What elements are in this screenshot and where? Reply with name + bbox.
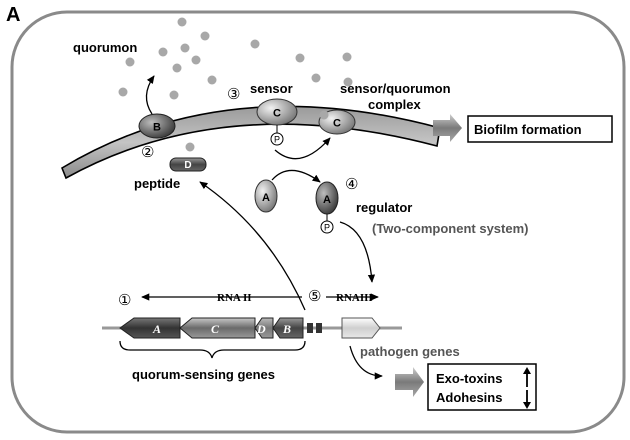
quorumon-dot [342, 52, 352, 62]
complex-label-line2: complex [368, 97, 422, 112]
two-component-label: (Two-component system) [372, 221, 529, 236]
biofilm-label: Biofilm formation [474, 122, 582, 137]
virulence-box [427, 363, 537, 411]
peptide-d-body [169, 157, 207, 172]
step-1: ① [118, 292, 131, 309]
qs-genes-label: quorum-sensing genes [132, 367, 275, 382]
operon-brace [119, 340, 306, 359]
quorumon-dot [169, 90, 179, 100]
gene-operon: A C D B [119, 317, 381, 339]
step-5: ⑤ [308, 288, 321, 305]
down-arrow-icon [523, 390, 531, 409]
quorumon-molecules [118, 17, 353, 152]
quorumon-dot [185, 142, 195, 152]
peptide-processing-arrow [199, 181, 306, 311]
quorumon-dot [118, 87, 128, 97]
step-4: ④ [345, 176, 358, 193]
quorumon-dot [180, 43, 190, 53]
sensor-c-label: C [273, 108, 281, 120]
sensor-phosphate-label: P [274, 135, 280, 145]
quorumon-dot [200, 31, 210, 41]
regulator-a-label: A [323, 194, 331, 206]
biofilm-box [467, 115, 613, 143]
adhesins-label: Adohesins [436, 390, 502, 405]
virulence-output-arrow [395, 367, 424, 397]
sensor-label: sensor [250, 81, 293, 96]
promoter-1 [307, 323, 313, 333]
regulator-phosphate-label: P [324, 223, 330, 233]
gene-b-label: B [282, 322, 291, 336]
complex-c-label: C [333, 118, 341, 130]
panel-label: A [6, 4, 20, 26]
step-2: ② [141, 144, 154, 161]
protein-a [254, 179, 278, 213]
quorumon-dot [207, 75, 217, 85]
protein-b-label: B [153, 122, 161, 134]
gene-a [119, 317, 181, 339]
quorumon-dot [295, 53, 305, 63]
quorumon-dot [191, 55, 201, 65]
step-3: ③ [227, 86, 240, 103]
peptide-d: D [169, 157, 207, 172]
protein-b [138, 113, 176, 139]
sensor-phosphate [270, 132, 284, 146]
peptide-label: peptide [134, 176, 180, 191]
activation-arrow [274, 137, 331, 160]
phosphorylation-arrow [271, 169, 321, 183]
quorumon-label: quorumon [73, 40, 137, 55]
gene-b [272, 317, 304, 339]
quorumon-dot [158, 47, 168, 57]
quorumon-dot [177, 17, 187, 27]
protein-a-label: A [262, 192, 270, 204]
quorumon-dot [250, 39, 260, 49]
gene-c-label: C [211, 322, 220, 336]
promoter-2 [316, 323, 322, 333]
pathogen-genes-label: pathogen genes [360, 344, 460, 359]
bound-quorumon [319, 110, 329, 120]
rna3-gene [341, 317, 381, 339]
rna2-label: RNA II [217, 292, 252, 304]
gene-d-label: D [256, 322, 266, 336]
gene-a-label: A [152, 322, 161, 336]
complex-label-line1: sensor/quorumon [340, 81, 451, 96]
pathogen-genes-arrow [349, 345, 383, 380]
pathway-arrows [141, 75, 383, 380]
peptide-d-label: D [184, 160, 191, 171]
exotoxins-label: Exo-toxins [436, 371, 502, 386]
regulator-label: regulator [356, 200, 412, 215]
export-arrow [145, 75, 155, 115]
regulator-to-rna3-arrow [339, 221, 376, 283]
rna3-label: RNAIII [336, 292, 373, 304]
quorumon-dot [343, 77, 353, 87]
quorumon-dot [311, 73, 321, 83]
quorumon-dot [172, 63, 182, 73]
biofilm-output-arrow [433, 114, 462, 142]
quorumon-dot [125, 57, 135, 67]
up-arrow-icon [523, 367, 531, 387]
regulator-phosphate [320, 220, 334, 234]
